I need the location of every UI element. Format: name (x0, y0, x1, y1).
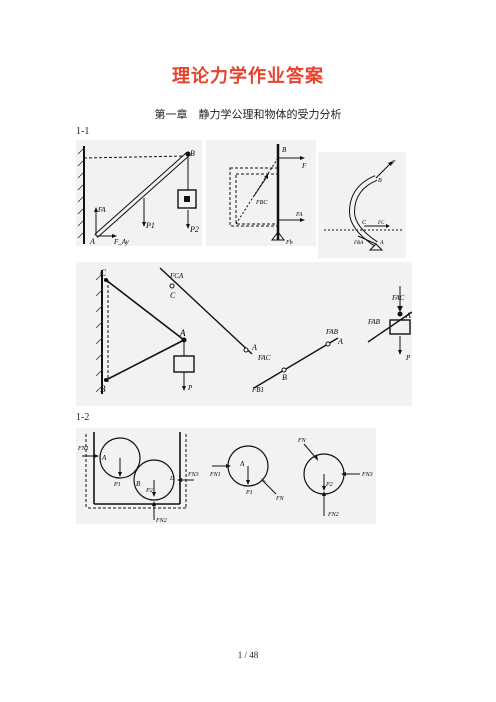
label-b: B (136, 480, 141, 488)
label-fn2: FN2 (155, 518, 167, 524)
label-fn1-b: FN1 (209, 472, 221, 478)
label-p: P (187, 384, 193, 392)
label-fab: FAB (325, 328, 339, 336)
label-fba: FB1 (251, 386, 264, 394)
label-d: D (169, 476, 175, 482)
label-fn-a: FN (275, 496, 285, 502)
label-a2: A (239, 460, 245, 468)
label-p2: P2 (145, 488, 153, 494)
label-b: B (100, 384, 106, 394)
label-fab2: FAB (367, 318, 381, 326)
label-p1: P1 (145, 221, 155, 230)
label-f: F (301, 162, 307, 170)
label-a3: A (337, 337, 343, 346)
label-fn-b: FN (297, 438, 307, 444)
label-a4: A (405, 311, 411, 320)
figure-bent-bar: F B C FC FBA A (318, 152, 406, 258)
label-a: A (101, 454, 107, 462)
label-fa: FA (295, 212, 303, 218)
label-a2: A (251, 343, 257, 352)
figure-two-force-members: C A B P FCA C A FAC B FB1 FAB A FAC FAB … (76, 262, 412, 406)
label-fc: FC (377, 221, 385, 226)
label-fay: F_Ay (113, 238, 130, 246)
label-fac2: FAC (391, 294, 405, 302)
label-fa: FA (97, 206, 106, 214)
label-p2: P2 (189, 225, 199, 234)
label-p2: P (405, 354, 411, 362)
label-fb: Fb (285, 240, 293, 246)
page-number: 1 / 48 (237, 650, 259, 660)
label-b: B (378, 178, 382, 184)
label-fn1: FN1 (77, 446, 89, 452)
label-a: A (379, 240, 384, 246)
label-fn2-b: FN2 (327, 512, 339, 518)
label-c: C (100, 268, 107, 278)
label-fbc: FBC (255, 200, 268, 206)
figure-cylinders: FN1 A B P1 P2 D FN3 FN2 FN1 A P1 FN FN P… (76, 428, 376, 524)
label-b: B (282, 146, 287, 154)
label-fca: FCA (169, 272, 184, 280)
section-label-1-1: 1-1 (76, 126, 90, 137)
label-c: C (362, 220, 367, 226)
label-fn3: FN3 (187, 472, 199, 478)
chapter-heading: 第一章 静力学公理和物体的受力分析 (154, 108, 342, 121)
label-fn3-b: FN3 (361, 472, 373, 478)
label-c2: C (170, 291, 176, 300)
label-fba: FBA (353, 241, 364, 246)
label-a: A (89, 237, 95, 246)
document-title: 理论力学作业答案 (172, 66, 324, 87)
section-label-1-2: 1-2 (76, 412, 90, 423)
label-f: F (391, 160, 396, 166)
label-p1: P1 (113, 482, 121, 488)
label-p2-b: P2 (325, 482, 333, 488)
figure-ladder: B A P1 P2 FA F_Ay (76, 140, 202, 246)
figure-frame: B F FBC FA Fb (206, 140, 316, 246)
label-fac: FAC (257, 354, 271, 362)
label-b: B (190, 149, 195, 158)
label-b2: B (282, 373, 287, 382)
label-p1-b: P1 (245, 490, 253, 496)
label-a: A (179, 328, 186, 338)
